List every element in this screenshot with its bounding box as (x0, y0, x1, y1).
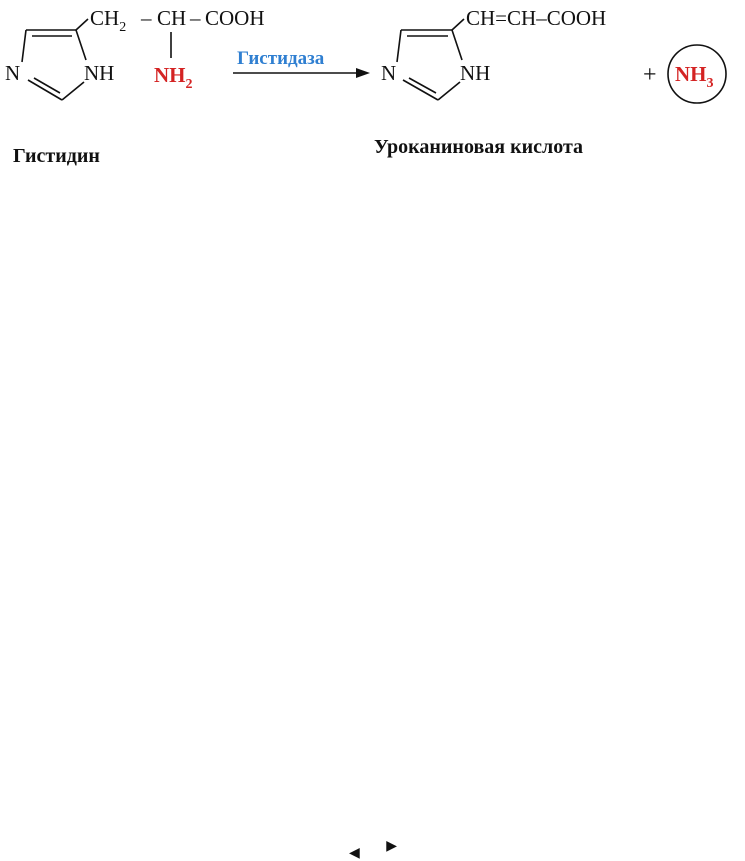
prev-page-icon[interactable]: ◀ (349, 845, 360, 861)
urocanic-ring-n: N (381, 61, 396, 85)
reaction-scheme: N NH CH2 – CH – COOH NH2 Гистидин Гистид… (5, 6, 727, 167)
urocanic-acid-structure: N NH CH=CH–COOH Уроканиновая кислота (374, 6, 606, 158)
histidine-structure: N NH CH2 – CH – COOH NH2 Гистидин (5, 6, 265, 167)
next-page-icon[interactable]: ▶ (386, 838, 397, 854)
histidine-dash-2: – (189, 6, 201, 30)
ammonia-byproduct: + NH3 (643, 44, 727, 104)
urocanic-chain: CH=CH–COOH (466, 6, 606, 30)
page-navigation: ◀ ▶ (349, 838, 397, 860)
amino-group: NH2 (154, 63, 193, 92)
histidine-ring-n: N (5, 61, 20, 85)
reaction-arrow: Гистидаза (233, 48, 370, 78)
histidine-caption: Гистидин (13, 145, 100, 167)
histidine-ch: CH (157, 6, 186, 30)
arrowhead-icon (356, 68, 370, 78)
highlight-circle (667, 44, 727, 104)
enzyme-label: Гистидаза (237, 48, 325, 69)
urocanic-caption: Уроканиновая кислота (374, 136, 583, 158)
histidine-cooh: COOH (205, 6, 265, 30)
histidine-ch2: CH2 (90, 6, 126, 35)
urocanic-ring-nh: NH (460, 61, 490, 85)
histidine-imidazole-ring (21, 18, 89, 101)
urocanic-imidazole-ring (396, 18, 465, 101)
plus-sign: + (643, 62, 657, 88)
ammonia-formula: NH3 (675, 62, 714, 91)
histidine-dash-1: – (140, 6, 152, 30)
histidine-ring-nh: NH (84, 61, 114, 85)
